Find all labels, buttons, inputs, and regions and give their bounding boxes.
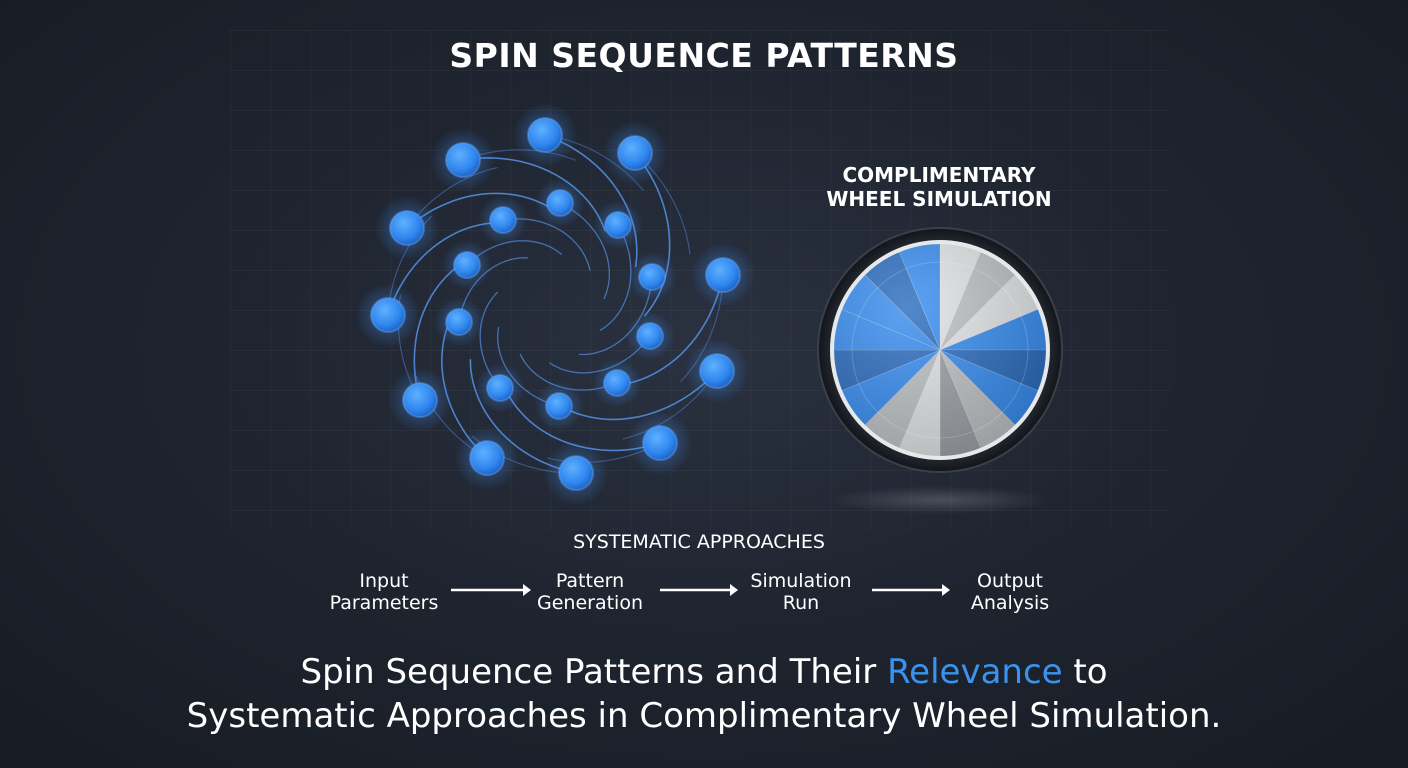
spiral-node — [558, 455, 594, 491]
step-label-line2: Generation — [537, 592, 643, 614]
spiral-node — [546, 189, 574, 217]
step-label-line1: Pattern — [555, 570, 625, 592]
wheel-shadow — [830, 486, 1050, 514]
spiral-node — [617, 135, 653, 171]
wheel-title-line2: WHEEL SIMULATION — [826, 187, 1052, 211]
step-label-line1: Simulation — [750, 570, 852, 592]
wheel-title: COMPLIMENTARY WHEEL SIMULATION — [800, 163, 1078, 211]
step-label-line2: Run — [782, 592, 820, 614]
step-input-parameters: Input Parameters — [304, 570, 464, 614]
spiral-node — [636, 322, 664, 350]
arrow-right-icon — [451, 584, 531, 596]
spiral-node — [699, 353, 735, 389]
caption-part1: Spin Sequence Patterns and Their — [300, 652, 888, 692]
caption-line1: Spin Sequence Patterns and Their Relevan… — [0, 652, 1408, 692]
spiral-node — [603, 369, 631, 397]
spiral-node — [604, 211, 632, 239]
spiral-nodes — [355, 102, 756, 506]
spiral-arc — [462, 157, 606, 232]
approaches-title: SYSTEMATIC APPROACHES — [573, 531, 825, 553]
spiral-node — [489, 206, 517, 234]
step-label-line1: Input — [359, 570, 409, 592]
step-output-analysis: Output Analysis — [930, 570, 1090, 614]
caption-line2: Systematic Approaches in Complimentary W… — [186, 696, 1222, 736]
caption-part2: to — [1062, 652, 1108, 692]
spin-spiral-diagram — [355, 102, 756, 506]
wheel-inner-ring — [851, 261, 1029, 439]
step-label-line2: Analysis — [970, 592, 1050, 614]
spiral-node — [642, 425, 678, 461]
wheel-title-line1: COMPLIMENTARY — [842, 163, 1036, 187]
arrow-right-icon — [660, 584, 738, 596]
spiral-node — [370, 297, 406, 333]
spiral-arc — [544, 134, 638, 268]
spiral-node — [469, 440, 505, 476]
step-label-line1: Output — [977, 570, 1043, 592]
step-simulation-run: Simulation Run — [721, 570, 881, 614]
arrow-right-icon — [872, 584, 950, 596]
spiral-node — [402, 382, 438, 418]
page-title: SPIN SEQUENCE PATTERNS — [449, 36, 959, 75]
spiral-arc — [506, 392, 661, 452]
spiral-node — [705, 257, 741, 293]
spiral-node — [486, 374, 514, 402]
spiral-node — [527, 117, 563, 153]
step-label-line2: Parameters — [329, 592, 439, 614]
spiral-node — [453, 251, 481, 279]
spiral-node — [445, 308, 473, 336]
spiral-node — [545, 392, 573, 420]
spiral-node — [389, 210, 425, 246]
spiral-node — [638, 263, 666, 291]
step-pattern-generation: Pattern Generation — [510, 570, 670, 614]
spiral-node — [445, 142, 481, 178]
caption-highlight: Relevance — [887, 652, 1063, 692]
wheel-face-shade — [834, 244, 1046, 456]
complimentary-wheel — [817, 227, 1063, 514]
